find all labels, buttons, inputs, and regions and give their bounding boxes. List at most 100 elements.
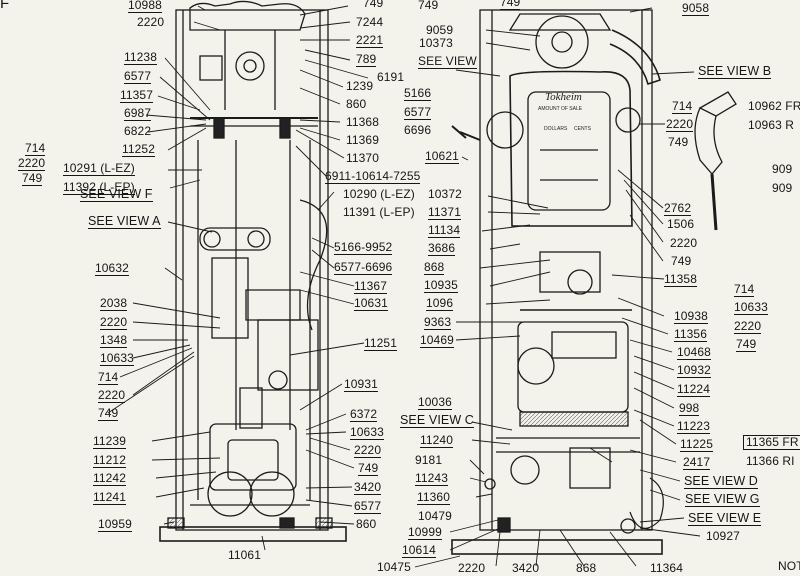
part-label: 11224 [677,382,710,397]
part-label: 6911-10614-7255 [325,169,421,184]
see-view-h[interactable]: SEE VIEW [418,54,477,69]
part-label: 789 [356,52,377,67]
see-view-d[interactable]: SEE VIEW D [684,474,758,489]
see-view-g[interactable]: SEE VIEW G [685,492,760,507]
part-label: 1239 [346,79,374,93]
part-label: 9181 [415,453,443,467]
part-label: 9363 [424,315,452,330]
plate-brand: Tokheim [545,91,582,103]
part-label: 2038 [100,296,128,311]
part-label: 10373 [419,36,453,50]
part-label: 10931 [344,377,378,392]
see-view-a[interactable]: SEE VIEW A [88,214,161,229]
part-label: 10614 [402,543,436,558]
part-label: 11238 [124,50,157,65]
part-label: 749 [668,135,689,149]
part-label: 6191 [377,70,405,84]
part-label: 10935 [424,278,458,293]
part-label: 10633 [734,300,768,315]
part-label: 3686 [428,241,456,256]
see-view-e[interactable]: SEE VIEW E [688,511,762,526]
part-label: 10469 [420,333,454,348]
see-view-b[interactable]: SEE VIEW B [698,64,772,79]
part-label: 6696 [404,123,432,137]
part-label: 749 [500,0,521,10]
part-label: 749 [736,337,757,352]
part-label: 11223 [677,419,710,434]
sheet-corner-note: NOT [778,559,800,573]
part-label: 1506 [667,217,695,231]
plate-cents: CENTS [574,126,592,132]
part-label: 2220 [354,443,382,458]
part-label: 2762 [664,201,692,216]
part-label: 10632 [95,261,129,276]
part-label: 11212 [93,453,126,468]
part-label: 11243 [415,471,448,486]
part-label: 2220 [98,388,126,403]
part-label: 2220 [670,236,698,250]
part-label: 6577 [354,499,382,514]
part-label: 714 [734,282,755,297]
part-label: 1096 [426,296,454,311]
part-label: 11225 [680,437,713,452]
part-label: 11368 [346,115,379,129]
part-label: 11365 FR [743,435,800,450]
part-label: 1348 [100,333,128,348]
part-label: 714 [98,370,119,385]
part-label: 10468 [677,345,711,360]
computer-face-plate: Tokheim AMOUNT OF SALE DOLLARS CENTS [538,91,592,132]
part-label: 10999 [408,525,442,540]
part-label: 11239 [93,434,126,449]
part-label: 6372 [350,407,378,422]
part-label: 10290 (L-EZ) [343,187,415,201]
see-view-f[interactable]: SEE VIEW F [80,187,153,202]
part-label: 868 [576,561,597,575]
part-label: 2220 [100,315,128,330]
part-label: 10927 [706,529,740,543]
part-label: 11360 [417,490,450,505]
part-label: 11061 [228,548,261,562]
part-label: 10631 [354,296,388,311]
part-label: 11392 (L-EP) [63,180,135,195]
part-label: 11252 [122,142,155,157]
part-label: 10963 R [748,118,795,132]
part-label: 11366 RI [746,454,795,468]
part-label: 10988 [128,0,162,13]
plate-dollars: DOLLARS [544,126,568,132]
part-label: 2220 [734,319,762,334]
see-view-c[interactable]: SEE VIEW C [400,413,474,428]
part-label: 11356 [674,327,707,342]
part-label: 11369 [346,133,379,147]
part-label: 10633 [100,351,134,366]
part-label: 909 [772,162,793,176]
part-label: 11241 [93,490,126,505]
part-label: 10291 (L-EZ) [63,161,135,176]
part-label: 749 [418,0,439,12]
left-pump-side-view [159,0,347,542]
part-label: 5166-9952 [334,240,393,255]
part-label: 10633 [350,425,384,440]
part-label: 7244 [356,15,384,29]
part-label: 10479 [418,509,452,523]
part-label: 3420 [354,480,382,495]
part-label: 860 [356,517,377,531]
part-label: 749 [363,0,384,10]
part-label: 6577-6696 [334,260,393,275]
part-label: 11251 [364,336,397,351]
part-label: 749 [671,254,692,268]
part-label: 11358 [664,272,697,287]
part-label: 714 [25,141,46,156]
part-label: 909 [772,181,793,195]
part-label: 2220 [18,156,46,171]
part-label: 11371 [428,205,461,220]
part-label: 2221 [356,33,384,48]
part-label: 11391 (L-EP) [343,205,415,219]
part-label: 6987 [124,106,152,121]
plate-amount: AMOUNT OF SALE [538,106,583,112]
part-label: 9059 [426,23,454,37]
part-label: 11364 [650,561,683,575]
part-label: 749 [22,171,43,186]
part-label: 10962 FR [748,99,800,113]
